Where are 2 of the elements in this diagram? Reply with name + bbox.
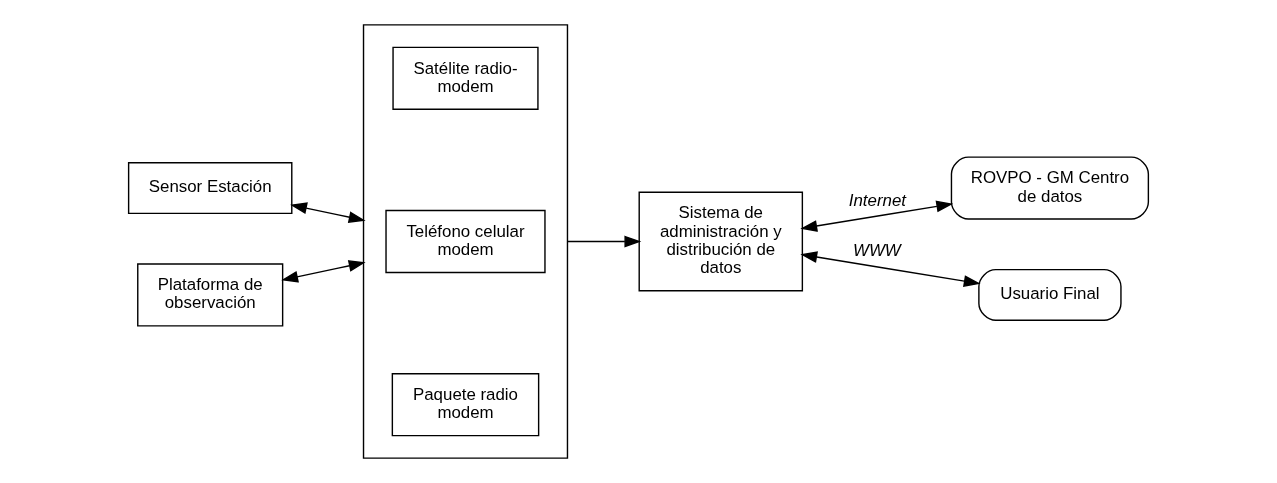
edge-label: WWW <box>853 241 901 261</box>
edge-label: Internet <box>848 190 906 210</box>
